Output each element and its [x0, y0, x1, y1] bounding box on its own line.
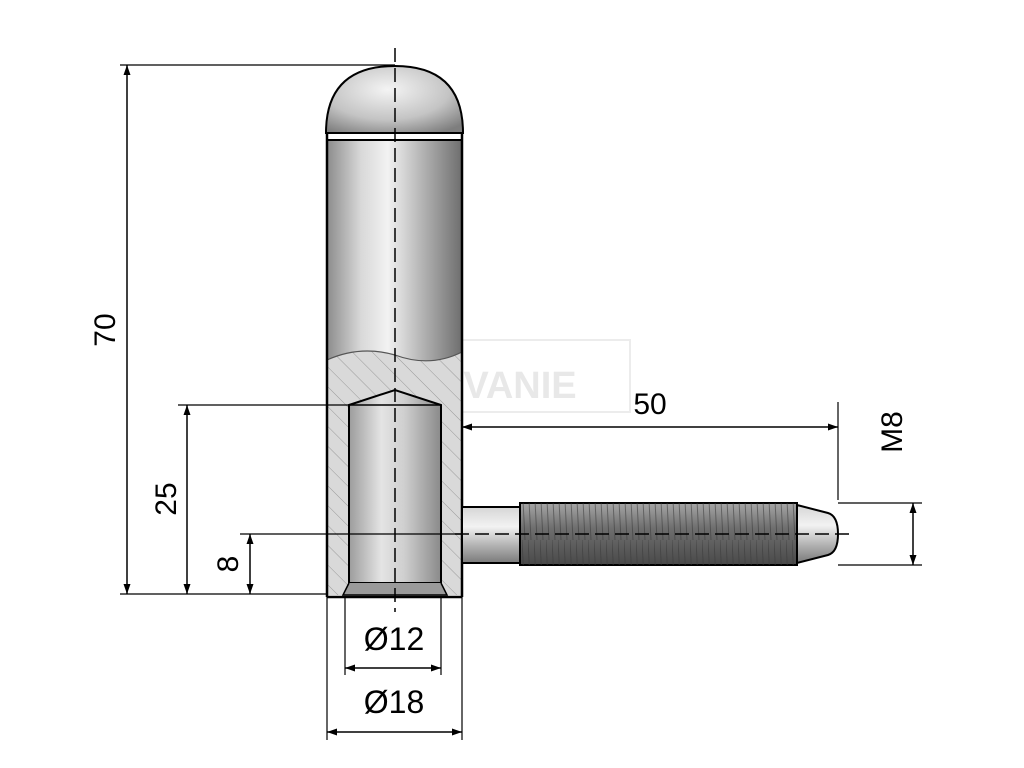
watermark-text: VANIE — [463, 365, 576, 407]
watermark: VANIE — [419, 339, 631, 413]
dimension-labels: 70 25 8 50 M8 Ø12 Ø18 — [89, 313, 909, 720]
label-thread: M8 — [876, 411, 909, 453]
extension-lines — [120, 64, 922, 740]
bore-hole — [341, 388, 449, 596]
label-inner-diameter: Ø12 — [364, 621, 424, 657]
label-total-height: 70 — [89, 313, 122, 346]
dimension-lines — [123, 65, 917, 736]
center-lines — [394, 48, 855, 612]
label-pin-length: 50 — [633, 388, 666, 421]
label-pin-offset: 8 — [212, 556, 245, 573]
label-hole-depth: 25 — [150, 482, 183, 515]
pin-shank — [461, 506, 521, 564]
label-outer-diameter: Ø18 — [364, 684, 424, 720]
